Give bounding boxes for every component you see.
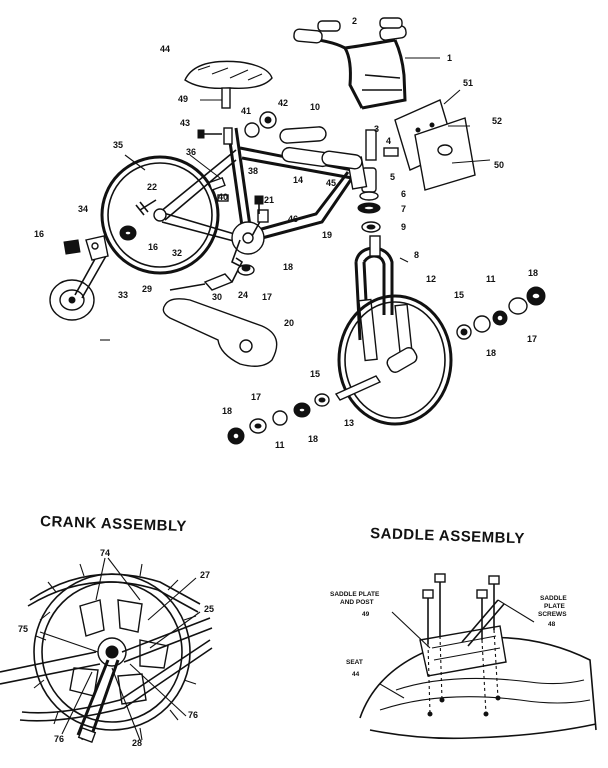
- part-16b: 16: [148, 242, 158, 252]
- part-18a: 18: [283, 262, 293, 272]
- seat-label: SEAT: [346, 659, 363, 666]
- part-52: 52: [492, 116, 502, 126]
- crank-part-76a: 76: [54, 734, 64, 744]
- part-18d: 18: [222, 406, 232, 416]
- part-29: 29: [142, 284, 152, 294]
- front-hub-left: [227, 393, 330, 445]
- seat: [184, 60, 273, 109]
- saddle-plate-post-label-2: AND POST: [340, 599, 374, 606]
- part-33: 33: [118, 290, 128, 300]
- saddle-screws-label-3: SCREWS: [538, 611, 567, 618]
- crank-part-25: 25: [204, 604, 214, 614]
- part-18b: 18: [528, 268, 538, 278]
- part-34: 34: [78, 204, 88, 214]
- part-17c: 17: [251, 392, 261, 402]
- part-40: 40: [218, 192, 228, 202]
- saddle-plate-post-num: 49: [362, 611, 370, 618]
- saddle-screws-label-1: SADDLE: [540, 595, 567, 602]
- part-6: 6: [401, 189, 406, 199]
- part-46: 46: [288, 214, 298, 224]
- part-14: 14: [293, 175, 303, 185]
- part-11b: 11: [275, 440, 285, 450]
- part-18c: 18: [486, 348, 496, 358]
- front-wheel: [337, 294, 453, 426]
- part-45: 45: [326, 178, 336, 188]
- part-49: 49: [178, 94, 188, 104]
- leader-lines: [100, 57, 491, 341]
- number-plate: [394, 99, 476, 191]
- pedal: [169, 257, 255, 291]
- part-50: 50: [494, 160, 504, 170]
- saddle-screws-num: 48: [548, 621, 556, 628]
- part-7: 7: [401, 204, 406, 214]
- crank-assembly-title: CRANK ASSEMBLY: [40, 513, 187, 535]
- part-20: 20: [284, 318, 294, 328]
- part-36: 36: [186, 147, 196, 157]
- saddle-assembly-title: SADDLE ASSEMBLY: [370, 525, 525, 547]
- part-44: 44: [160, 44, 170, 54]
- part-24: 24: [238, 290, 248, 300]
- handlebar-grips: [317, 17, 403, 32]
- training-wheel: [49, 225, 137, 321]
- crank-part-75: 75: [18, 624, 28, 634]
- saddle-plate-post-label-1: SADDLE PLATE: [330, 591, 380, 598]
- part-32: 32: [172, 248, 182, 258]
- part-15a: 15: [454, 290, 464, 300]
- part-13: 13: [344, 418, 354, 428]
- front-hub-right: [456, 286, 546, 340]
- front-axle: [334, 375, 382, 401]
- part-3: 3: [374, 124, 379, 134]
- rear-wheel: [100, 155, 220, 275]
- part-51: 51: [463, 78, 473, 88]
- saddle-assembly-drawing: [359, 573, 597, 740]
- chain-guard: [162, 298, 278, 367]
- part-16a: 16: [34, 229, 44, 239]
- part-18e: 18: [308, 434, 318, 444]
- rear-bolts: [135, 176, 264, 216]
- part-9: 9: [401, 222, 406, 232]
- crank-part-76b: 76: [188, 710, 198, 720]
- part-8: 8: [414, 250, 419, 260]
- part-15b: 15: [310, 369, 320, 379]
- part-17b: 17: [527, 334, 537, 344]
- part-43: 43: [180, 118, 190, 128]
- chainwheel: [231, 209, 269, 271]
- part-19: 19: [322, 230, 332, 240]
- part-11a: 11: [486, 274, 496, 284]
- part-5: 5: [390, 172, 395, 182]
- part-42: 42: [278, 98, 288, 108]
- part-1: 1: [447, 53, 452, 63]
- crank-part-27: 27: [200, 570, 210, 580]
- part-30: 30: [212, 292, 222, 302]
- part-35: 35: [113, 140, 123, 150]
- seat-num: 44: [352, 671, 360, 678]
- crank-part-74: 74: [100, 548, 110, 558]
- front-fork: [354, 235, 414, 363]
- crank-assembly-drawing: [0, 557, 213, 743]
- part-22: 22: [147, 182, 157, 192]
- crank-part-28: 28: [132, 738, 142, 748]
- part-4: 4: [386, 136, 391, 146]
- part-10: 10: [310, 102, 320, 112]
- part-38: 38: [248, 166, 258, 176]
- part-2: 2: [352, 16, 357, 26]
- part-41: 41: [241, 106, 251, 116]
- saddle-screws-label-2: PLATE: [544, 603, 565, 610]
- part-21: 21: [264, 195, 274, 205]
- frame-pads: [279, 126, 363, 170]
- part-17a: 17: [262, 292, 272, 302]
- part-12: 12: [426, 274, 436, 284]
- seat-hardware: [197, 111, 277, 145]
- handlebar: [293, 25, 407, 110]
